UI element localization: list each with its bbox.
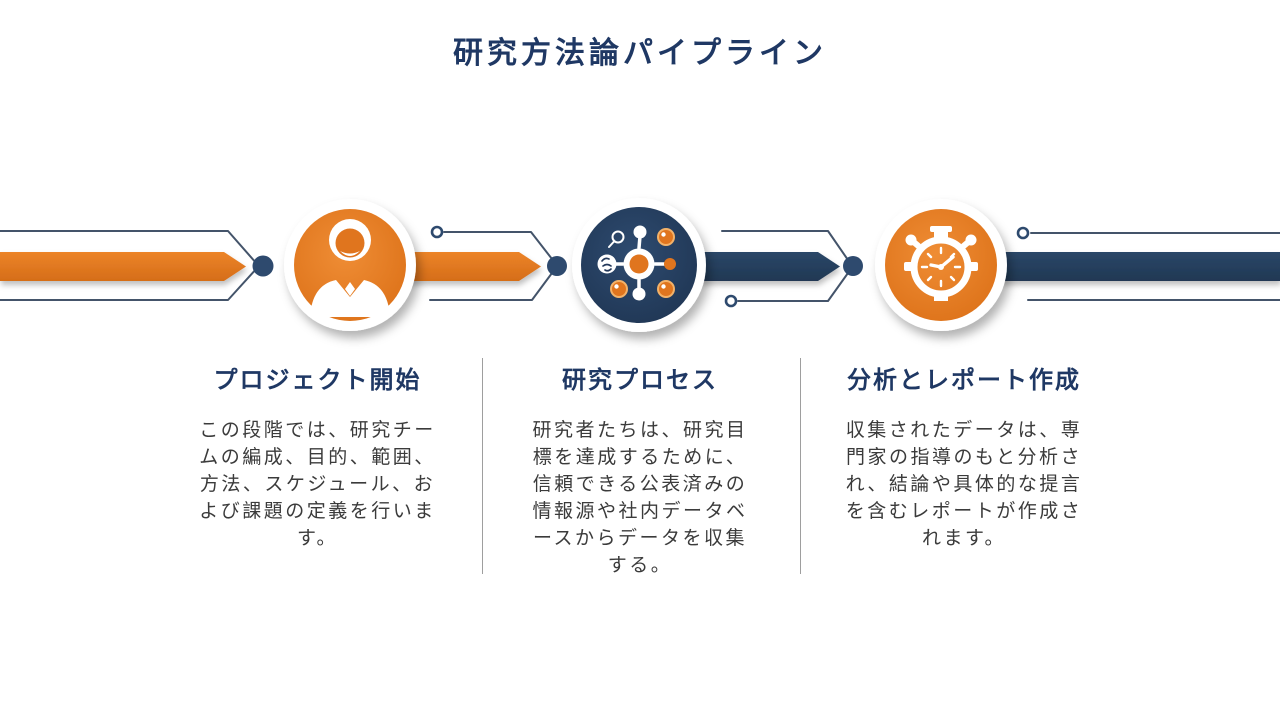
stage-circle-project-start xyxy=(284,199,416,331)
stage-title: プロジェクト開始 xyxy=(213,367,422,394)
node-ring-3 xyxy=(1016,226,1030,240)
research-network-icon xyxy=(597,225,676,301)
stage1-to-stage2-arrow xyxy=(406,252,541,281)
stage-description: 収集されたデータは、専門家の指導のもと分析され、結論や具体的な提言を含むレポート… xyxy=(845,420,1083,549)
node-dot-1 xyxy=(252,255,274,277)
stopwatch-icon xyxy=(904,226,978,301)
stage-title: 研究プロセス xyxy=(562,367,718,394)
stage-circle-analysis-report xyxy=(875,199,1007,331)
stage-title: 分析とレポート作成 xyxy=(847,367,1081,394)
stage3-outbound-band xyxy=(1000,252,1280,281)
stage-description: 研究者たちは、研究目標を達成するために、信頼できる公表済みの情報源や社内データベ… xyxy=(532,420,748,576)
page-title: 研究方法論パイプライン xyxy=(453,37,827,70)
node-ring-1 xyxy=(430,225,444,239)
stage-circle-research-process xyxy=(572,198,706,332)
stage-column-research-process: 研究プロセス 研究者たちは、研究目標を達成するために、信頼できる公表済みの情報源… xyxy=(512,360,768,579)
column-divider xyxy=(482,358,483,574)
stage1-inbound-arrow xyxy=(0,252,246,281)
pipeline-diagram xyxy=(0,198,1280,332)
node-dot-2 xyxy=(547,256,567,276)
connector-outlines xyxy=(0,230,1280,302)
node-dot-3 xyxy=(843,256,863,276)
stage2-to-stage3-arrow xyxy=(700,252,840,281)
node-ring-2 xyxy=(724,294,738,308)
businessman-icon xyxy=(310,219,390,317)
magnifier-glyph xyxy=(608,230,625,248)
stage-description: この段階では、研究チームの編成、目的、範囲、方法、スケジュール、および課題の定義… xyxy=(199,420,436,549)
column-divider xyxy=(800,358,801,574)
stage-column-analysis-report: 分析とレポート作成 収集されたデータは、専門家の指導のもと分析され、結論や具体的… xyxy=(820,360,1108,552)
stage-column-project-start: プロジェクト開始 この段階では、研究チームの編成、目的、範囲、方法、スケジュール… xyxy=(190,360,445,552)
